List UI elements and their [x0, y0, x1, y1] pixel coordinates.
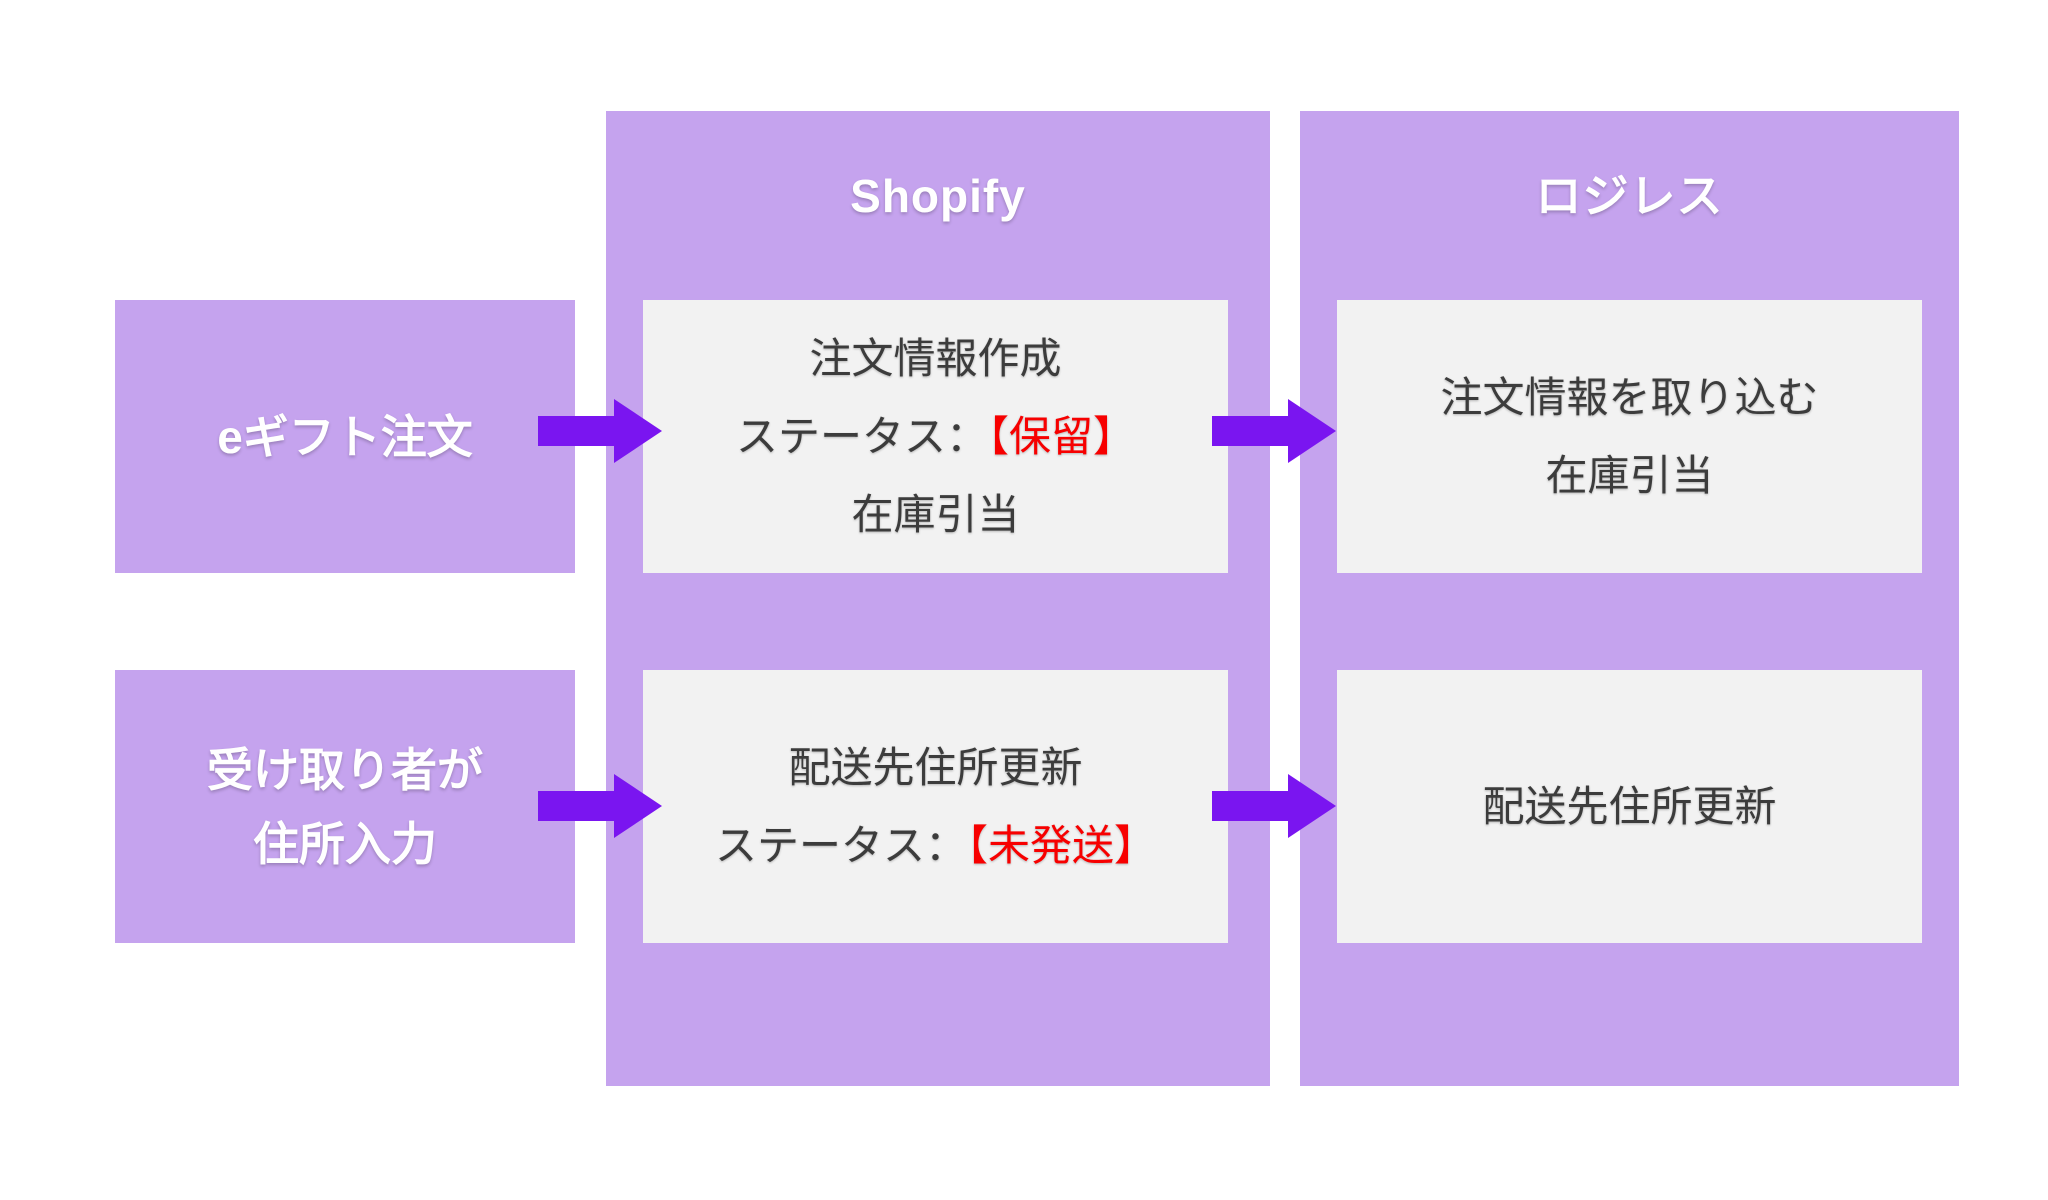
status-label: ステータス：	[735, 412, 988, 460]
step-line: ステータス：【保留】	[736, 398, 1135, 476]
step-text: 在庫引当	[1545, 451, 1714, 499]
arrow-right-icon	[538, 399, 662, 463]
step-text: 在庫引当	[851, 490, 1020, 538]
shopify-column-title: Shopify	[850, 170, 1026, 222]
logiless-column-title: ロジレス	[1535, 170, 1724, 222]
status-value-unshipped: 【未発送】	[967, 821, 1157, 869]
source-box-label: 受け取り者が	[207, 743, 483, 796]
status-label: ステータス：	[714, 821, 967, 869]
arrow-right-icon	[1212, 399, 1336, 463]
step-line: 注文情報を取り込む	[1440, 359, 1818, 437]
step-line: 在庫引当	[851, 476, 1019, 554]
step-box-shopify-order-create: 注文情報作成 ステータス：【保留】 在庫引当	[643, 300, 1228, 573]
step-text: 注文情報を取り込む	[1440, 373, 1819, 421]
arrow-right-icon	[538, 774, 662, 838]
source-box-egift-order: eギフト注文	[115, 300, 575, 573]
step-line: 配送先住所更新	[1482, 768, 1776, 846]
step-text: 配送先住所更新	[1482, 782, 1777, 830]
step-box-logiless-address-update: 配送先住所更新	[1337, 670, 1922, 943]
step-text: 注文情報作成	[809, 334, 1062, 382]
step-text: 配送先住所更新	[788, 743, 1083, 791]
source-box-recipient-address: 受け取り者が 住所入力	[115, 670, 575, 943]
source-box-label: eギフト注文	[217, 410, 473, 463]
step-box-shopify-address-update: 配送先住所更新 ステータス：【未発送】	[643, 670, 1228, 943]
step-line: ステータス：【未発送】	[715, 807, 1156, 885]
step-line: 注文情報作成	[809, 320, 1061, 398]
step-line: 在庫引当	[1545, 437, 1713, 515]
step-box-logiless-order-import: 注文情報を取り込む 在庫引当	[1337, 300, 1922, 573]
arrow-right-icon	[1212, 774, 1336, 838]
source-box-label: 住所入力	[253, 817, 437, 870]
status-value-hold: 【保留】	[988, 412, 1136, 460]
step-line: 配送先住所更新	[788, 729, 1082, 807]
